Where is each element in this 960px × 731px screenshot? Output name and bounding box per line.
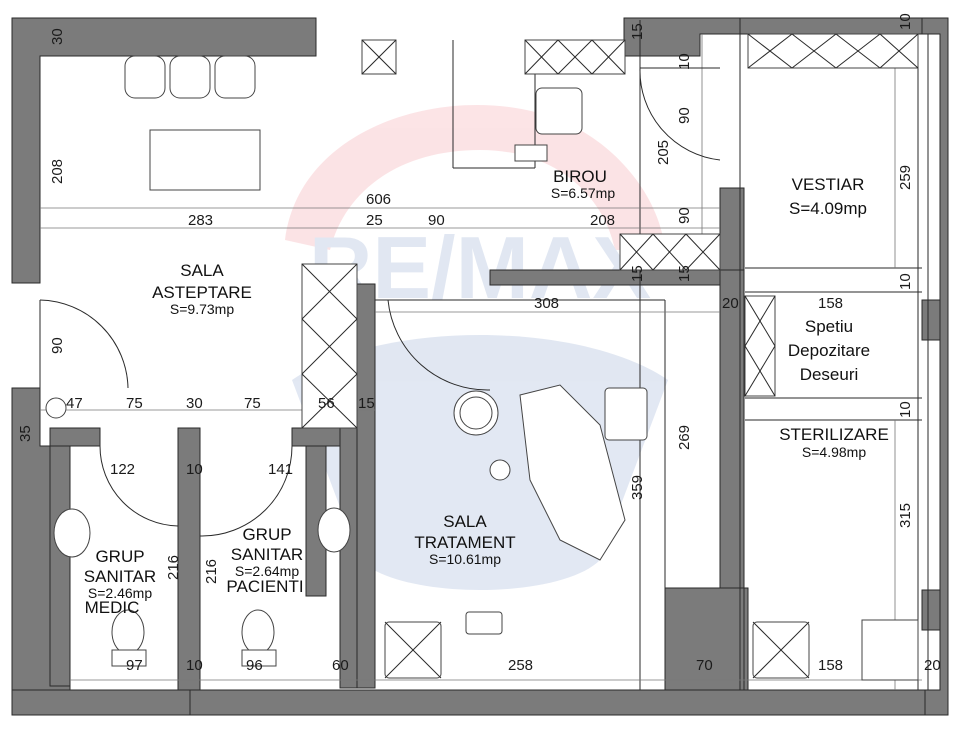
- walls: [11, 17, 949, 716]
- dim-label: 47: [66, 395, 83, 412]
- grup-medic-name-2: SANITAR: [84, 567, 156, 586]
- dim-label: 56: [318, 395, 335, 412]
- room-labels: BIROU S=6.57mp VESTIAR S=4.09mp SALA AST…: [84, 167, 889, 617]
- vestiar-wardrobe: [747, 33, 919, 69]
- grup-medic-sub: MEDIC: [85, 598, 140, 617]
- dim-label: 15: [676, 265, 693, 282]
- dim-label: 97: [126, 657, 143, 674]
- dim-label: 10: [897, 13, 914, 30]
- dim-label: 359: [629, 475, 646, 500]
- depozit-name-1: Spetiu: [805, 317, 853, 336]
- dim-label: 606: [366, 191, 391, 208]
- dim-label: 75: [244, 395, 261, 412]
- depozit-dim: 158: [818, 295, 843, 312]
- tratament-cabinet: [619, 233, 721, 271]
- asteptare-area: S=9.73mp: [170, 301, 234, 317]
- dim-label: 269: [676, 425, 693, 450]
- interior-lines: [39, 20, 929, 690]
- grup-pacienti-name-2: SANITAR: [231, 545, 303, 564]
- tratament-name-1: SALA: [443, 512, 487, 531]
- dim-label: 141: [268, 461, 293, 478]
- dim-label: 96: [246, 657, 263, 674]
- dim-label: 35: [17, 425, 34, 442]
- birou-storage: [524, 39, 626, 75]
- dim-label: 315: [897, 503, 914, 528]
- dim-label: 283: [188, 212, 213, 229]
- waiting-chairs: [124, 55, 256, 99]
- dim-label: 75: [126, 395, 143, 412]
- sterilizare-area: S=4.98mp: [802, 444, 866, 460]
- wc-fixtures: [45, 397, 351, 667]
- dim-label: 20: [722, 295, 739, 312]
- dental-chair: [453, 384, 648, 561]
- waiting-table: [149, 129, 261, 191]
- dim-label: 90: [676, 207, 693, 224]
- dim-label: 90: [676, 107, 693, 124]
- dim-label: 308: [534, 295, 559, 312]
- vestiar-name: VESTIAR: [792, 175, 865, 194]
- sinks: [384, 611, 919, 681]
- grup-medic-name-1: GRUP: [95, 547, 144, 566]
- birou-area: S=6.57mp: [551, 185, 615, 201]
- depozit-cabinet: [744, 295, 776, 397]
- dim-label: 208: [590, 212, 615, 229]
- dim-label: 30: [186, 395, 203, 412]
- dim-label: 25: [366, 212, 383, 229]
- depozit-name-3: Deseuri: [800, 365, 859, 384]
- birou-shelf: [361, 39, 397, 75]
- dim-label: 10: [897, 401, 914, 418]
- dim-label: 10: [676, 53, 693, 70]
- sterilizare-name: STERILIZARE: [779, 425, 889, 444]
- dim-label: 10: [897, 273, 914, 290]
- dim-label: 90: [49, 337, 66, 354]
- dim-label: 258: [508, 657, 533, 674]
- dim-label: 259: [897, 165, 914, 190]
- dim-label: 216: [165, 555, 182, 580]
- waiting-cabinet: [301, 263, 358, 429]
- asteptare-name-1: SALA: [180, 261, 224, 280]
- dim-label: 70: [696, 657, 713, 674]
- dim-label: 30: [49, 28, 66, 45]
- office-chair: [514, 87, 583, 162]
- tratament-area: S=10.61mp: [429, 551, 501, 567]
- doors: [39, 67, 721, 537]
- dim-label: 90: [428, 212, 445, 229]
- dim-label: 122: [110, 461, 135, 478]
- dim-label: 15: [629, 265, 646, 282]
- dim-label: 158: [818, 657, 843, 674]
- birou-name: BIROU: [553, 167, 607, 186]
- tratament-name-2: TRATAMENT: [414, 533, 515, 552]
- grup-pacienti-area: S=2.64mp: [235, 563, 299, 579]
- grup-medic-area: S=2.46mp: [88, 585, 152, 601]
- dim-label: 208: [49, 159, 66, 184]
- asteptare-name-2: ASTEPTARE: [152, 283, 252, 302]
- dim-label: 10: [186, 657, 203, 674]
- dim-label: 10: [186, 461, 203, 478]
- vestiar-area: S=4.09mp: [789, 199, 867, 218]
- dim-label: 20: [924, 657, 941, 674]
- grup-pacienti-name-1: GRUP: [242, 525, 291, 544]
- dimension-labels: 30 15 10 10 90 205 259 208 606 283 25 90…: [17, 13, 941, 674]
- dim-label: 15: [358, 395, 375, 412]
- grup-pacienti-sub: PACIENTI: [226, 577, 303, 596]
- depozit-name-2: Depozitare: [788, 341, 870, 360]
- dim-label: 15: [629, 23, 646, 40]
- dim-label: 60: [332, 657, 349, 674]
- dim-label: 205: [655, 140, 672, 165]
- dim-label: 216: [203, 559, 220, 584]
